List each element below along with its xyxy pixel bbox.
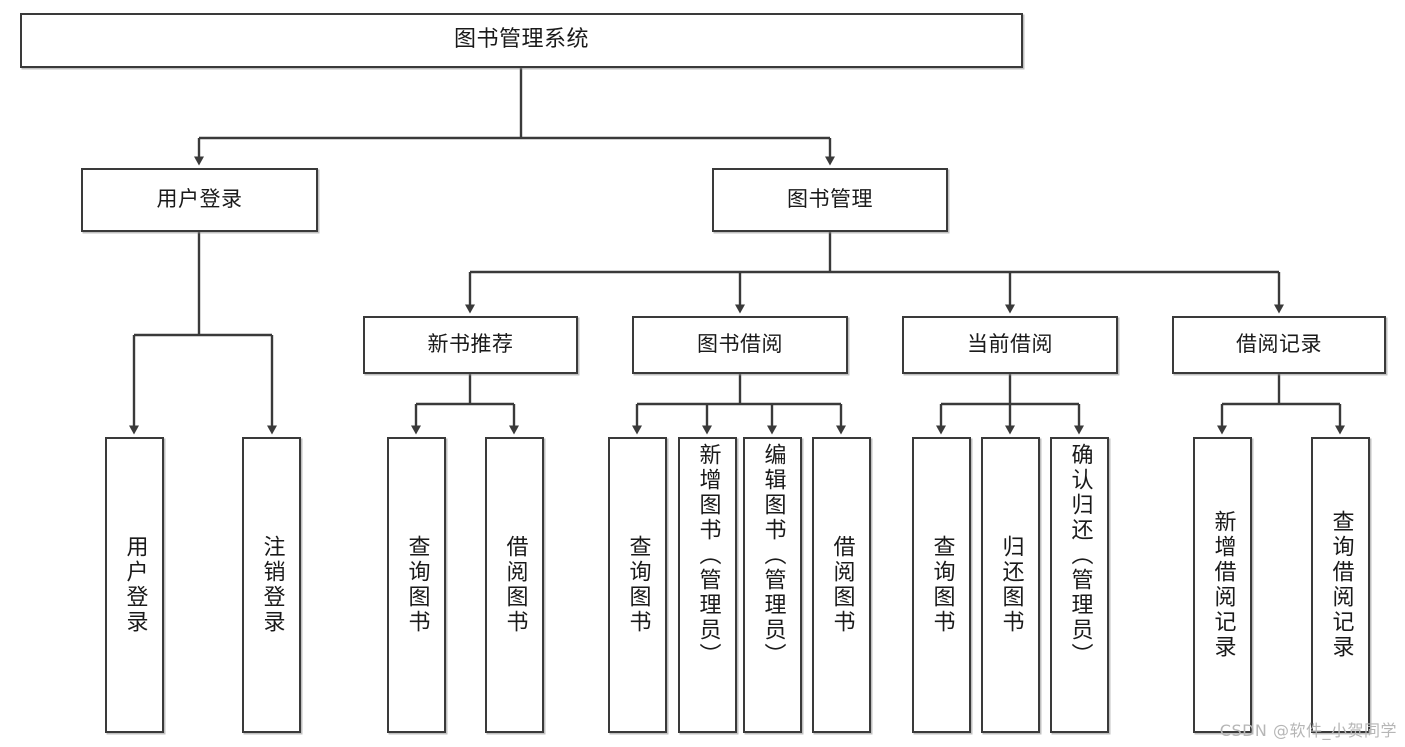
csdn-watermark: CSDN @软件_小贺同学 xyxy=(1219,721,1397,740)
node-label: 用户登录 xyxy=(156,187,243,212)
node-label: 编辑图书（管理员） xyxy=(760,443,786,668)
node-label: 借阅记录 xyxy=(1236,332,1322,357)
node-new-book-recommend[interactable]: 新书推荐 xyxy=(363,316,578,374)
node-label: 图书管理 xyxy=(787,187,873,212)
node-label: 用户登录 xyxy=(122,535,148,635)
node-label: 新增借阅记录 xyxy=(1210,510,1236,660)
leaf-borrow-book-2[interactable]: 借阅图书 xyxy=(812,437,871,733)
leaf-return-book[interactable]: 归还图书 xyxy=(981,437,1040,733)
leaf-add-record[interactable]: 新增借阅记录 xyxy=(1193,437,1252,733)
node-root-system[interactable]: 图书管理系统 xyxy=(20,13,1023,68)
node-book-manage[interactable]: 图书管理 xyxy=(712,168,948,232)
leaf-logout-login[interactable]: 注销登录 xyxy=(242,437,301,733)
leaf-query-book-2[interactable]: 查询图书 xyxy=(608,437,667,733)
node-label: 借阅图书 xyxy=(829,535,855,635)
node-label: 注销登录 xyxy=(259,535,285,635)
leaf-borrow-book-1[interactable]: 借阅图书 xyxy=(485,437,544,733)
node-label: 确认归还（管理员） xyxy=(1067,443,1093,668)
node-label: 查询图书 xyxy=(929,535,955,635)
leaf-query-record[interactable]: 查询借阅记录 xyxy=(1311,437,1370,733)
leaf-confirm-return[interactable]: 确认归还（管理员） xyxy=(1050,437,1109,733)
node-label: 归还图书 xyxy=(998,535,1024,635)
node-label: 查询借阅记录 xyxy=(1328,510,1354,660)
node-label: 新书推荐 xyxy=(427,332,514,357)
node-borrow-record[interactable]: 借阅记录 xyxy=(1172,316,1386,374)
leaf-edit-book[interactable]: 编辑图书（管理员） xyxy=(743,437,802,733)
node-label: 图书管理系统 xyxy=(453,27,589,53)
node-label: 查询图书 xyxy=(404,535,430,635)
node-label: 图书借阅 xyxy=(697,332,783,357)
leaf-add-book[interactable]: 新增图书（管理员） xyxy=(678,437,737,733)
leaf-query-book-3[interactable]: 查询图书 xyxy=(912,437,971,733)
node-book-borrow[interactable]: 图书借阅 xyxy=(632,316,848,374)
node-label: 新增图书（管理员） xyxy=(695,443,721,668)
node-label: 查询图书 xyxy=(625,535,651,635)
leaf-query-book-1[interactable]: 查询图书 xyxy=(387,437,446,733)
node-label: 当前借阅 xyxy=(967,332,1053,357)
node-current-borrow[interactable]: 当前借阅 xyxy=(902,316,1118,374)
node-label: 借阅图书 xyxy=(502,535,528,635)
node-user-login[interactable]: 用户登录 xyxy=(81,168,318,232)
leaf-user-login[interactable]: 用户登录 xyxy=(105,437,164,733)
